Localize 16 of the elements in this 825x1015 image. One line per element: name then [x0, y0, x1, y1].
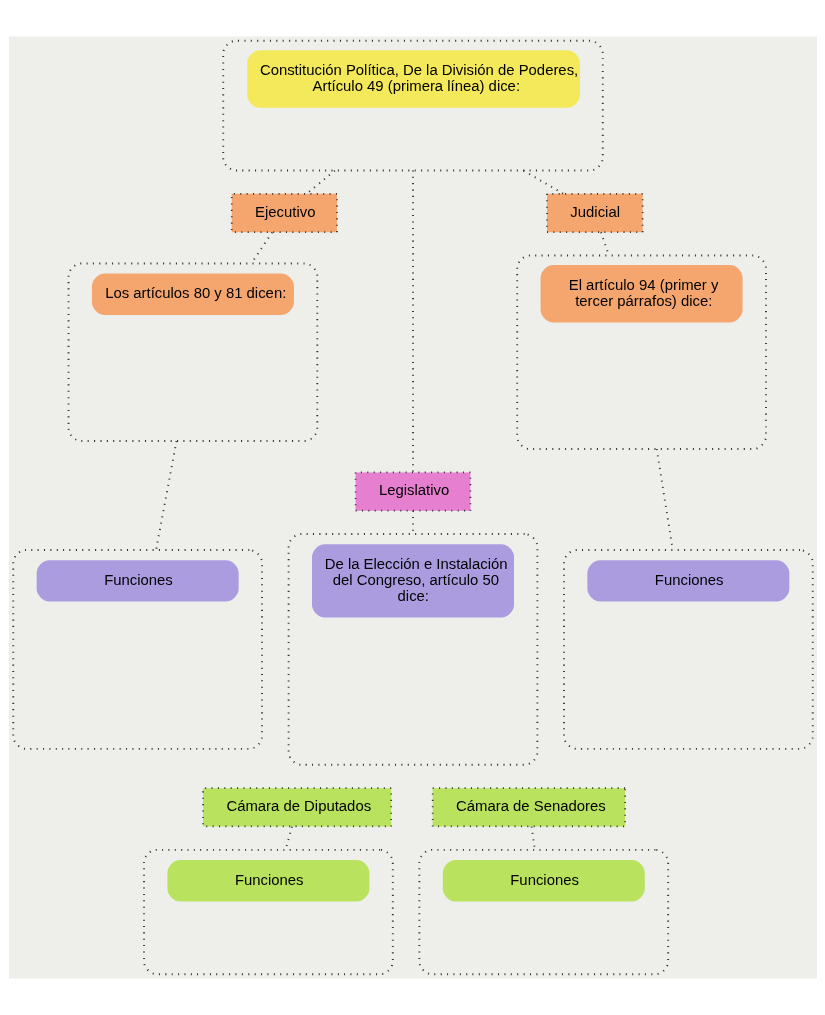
node-box: Funciones — [417, 848, 669, 976]
node-box: Cámara de Diputados — [201, 787, 392, 828]
connector — [154, 440, 177, 551]
node-box: Funciones — [142, 848, 394, 976]
node-box: Funciones — [562, 549, 814, 750]
node-box: Judicial — [545, 193, 643, 233]
node-box: Legislativo — [354, 471, 471, 512]
node-box: El artículo 94 (primer y tercer párrafos) dice: — [515, 254, 767, 450]
node-box: Ejecutivo — [230, 193, 338, 233]
node-box: Constitución Política, De la División de Poderes, Artículo 49 (primera línea) dice: — [221, 39, 604, 172]
node-box: De la Elección e Instalación del Congreso, artículo 50 dice: — [287, 533, 538, 766]
connector — [411, 169, 414, 474]
connector — [522, 169, 564, 195]
node-box: Los artículos 80 y 81 dicen: — [67, 262, 318, 442]
node-box: Funciones — [11, 549, 263, 750]
node-box: Cámara de Senadores — [431, 787, 626, 828]
